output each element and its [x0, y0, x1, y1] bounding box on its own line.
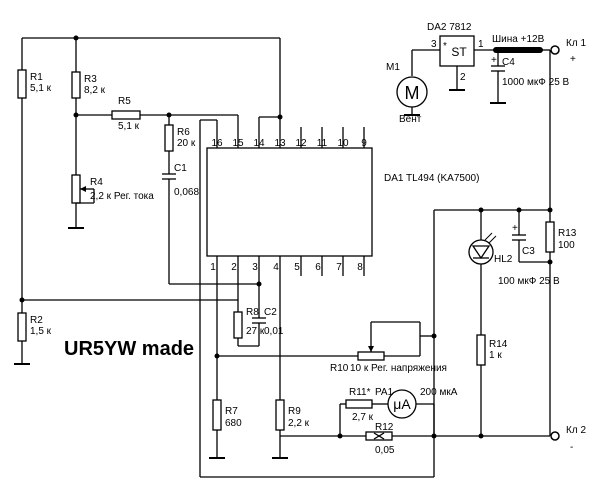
r4-value: 2,2 к Рег. тока	[90, 191, 154, 202]
m1-name: M1	[386, 62, 400, 73]
r9-resistor	[275, 399, 285, 431]
r2-name: R2	[30, 315, 43, 326]
c2-name: C2	[264, 307, 277, 318]
r9-name: R9	[288, 406, 301, 417]
pin-label: 14	[253, 138, 265, 149]
pin-label: 16	[211, 138, 223, 149]
r11-name: R11*	[349, 387, 371, 398]
pin-label: 12	[295, 138, 307, 149]
da2-pin-in: 3	[431, 39, 437, 50]
r1-resistor	[17, 69, 27, 99]
r14-name: R14	[489, 339, 508, 350]
r6-value: 20 к	[177, 138, 196, 149]
hl2-name: HL2	[494, 254, 513, 265]
pin-label: 9	[361, 138, 367, 149]
da2-label: DA2 7812	[427, 22, 472, 33]
ic-da1-top-pin-numbers: 16 15 14 13 12 11 10 9	[211, 138, 367, 149]
r5-resistor	[111, 110, 141, 120]
ic-da1-bottom-pin-numbers: 1 2 3 4 5 6 7 8	[210, 262, 363, 273]
r1-name: R1	[30, 72, 43, 83]
r14-value: 1 к	[489, 350, 502, 361]
r8-name: R8	[246, 307, 259, 318]
c2-value: 0,01	[264, 326, 284, 337]
c3-plus: +	[512, 223, 518, 234]
r2-resistor	[17, 312, 27, 342]
pin-label: 1	[210, 262, 216, 273]
r5-value: 5,1 к	[118, 121, 140, 132]
r14-resistor	[476, 334, 486, 366]
da2-pin-out: 1	[478, 39, 484, 50]
r10-name: R10	[330, 363, 349, 374]
c3-name: C3	[522, 246, 535, 257]
pin-label: 7	[336, 262, 342, 273]
r12-value: 0,05	[375, 445, 395, 456]
r5-name: R5	[118, 96, 131, 107]
bus-label: Шина +12В	[492, 34, 545, 45]
c1-name: C1	[174, 163, 187, 174]
r13-value: 100	[558, 240, 575, 251]
kl2-sign: -	[570, 442, 573, 453]
r8-resistor	[233, 311, 243, 339]
da2-regulator	[439, 35, 475, 67]
signature: UR5YW made	[64, 338, 194, 360]
pa1-name: PA1	[375, 387, 394, 398]
c3-value: 100 мкФ 25 В	[498, 276, 560, 287]
r4-name: R4	[90, 177, 103, 188]
pin-label: 10	[337, 138, 349, 149]
terminal-kl1	[550, 45, 560, 55]
r10-value: 10 к Рег. напряжения	[350, 363, 447, 374]
r6-name: R6	[177, 127, 190, 138]
r12-name: R12	[375, 422, 394, 433]
r9-value: 2,2 к	[288, 418, 310, 429]
m1-desc: Вент	[399, 114, 422, 125]
pin-label: 6	[315, 262, 321, 273]
da2-symbol: ST	[451, 45, 467, 59]
r3-resistor	[71, 71, 81, 99]
pa1-value: 200 мкА	[420, 387, 458, 398]
r11-value: 2,7 к	[352, 412, 374, 423]
r2-value: 1,5 к	[30, 326, 52, 337]
r1-value: 5,1 к	[30, 83, 52, 94]
ic-da1-label: DA1 TL494 (KA7500)	[384, 173, 479, 184]
r11-resistor	[345, 399, 373, 409]
r8-value: 27 к	[246, 326, 265, 337]
kl1-name: Кл 1	[566, 38, 586, 49]
pin-label: 8	[357, 262, 363, 273]
da2-pin-gnd: 2	[460, 72, 466, 83]
pin-label: 11	[317, 138, 328, 149]
c4-plus: +	[491, 55, 497, 66]
kl1-sign: +	[570, 54, 576, 65]
c1-value: 0,068	[174, 187, 199, 198]
r3-value: 8,2 к	[84, 85, 106, 96]
pa1-symbol: μA	[393, 396, 411, 412]
r7-name: R7	[225, 406, 238, 417]
c4-value: 1000 мкФ 25 В	[502, 77, 570, 88]
r3-name: R3	[84, 74, 97, 85]
r7-value: 680	[225, 418, 242, 429]
m1-symbol: M	[405, 83, 420, 103]
pin-label: 15	[232, 138, 244, 149]
r4-potentiometer	[71, 174, 81, 204]
pin-label: 4	[273, 262, 279, 273]
pin-label: 2	[231, 262, 237, 273]
r13-resistor	[545, 221, 555, 253]
r6-resistor	[164, 124, 174, 152]
pin-label: 5	[294, 262, 300, 273]
pin-label: 3	[252, 262, 258, 273]
c4-name: C4	[502, 57, 515, 68]
ic-da1-body	[206, 147, 373, 257]
r7-resistor	[212, 399, 222, 431]
kl2-name: Кл 2	[566, 425, 586, 436]
pin-label: 13	[274, 138, 286, 149]
terminal-kl2	[550, 431, 560, 441]
ic-da1-bottom-pins	[216, 256, 365, 284]
da2-star: *	[443, 41, 447, 52]
ic-da1-top-pins	[216, 117, 365, 148]
r10-potentiometer	[357, 351, 385, 361]
r13-name: R13	[558, 228, 577, 239]
